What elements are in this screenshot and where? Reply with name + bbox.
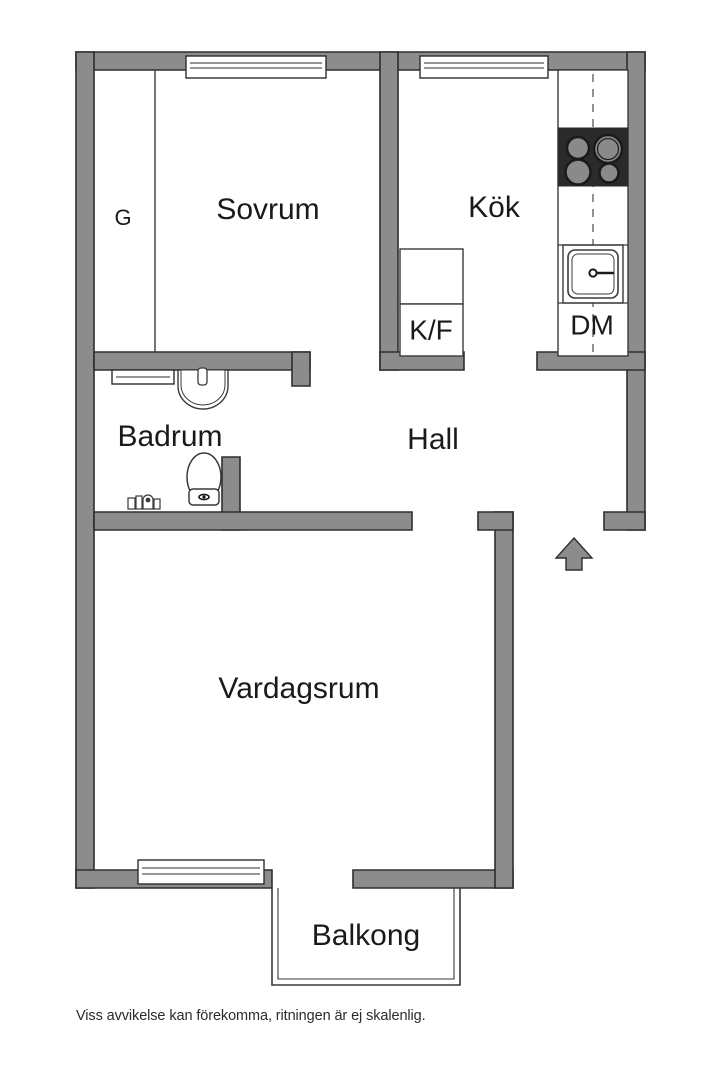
toilet <box>186 452 222 506</box>
window-vardagsrum <box>137 859 265 885</box>
room-label-hall: Hall <box>407 423 459 456</box>
wall-nib-hall-entry <box>477 511 514 531</box>
room-label-diskmaskin: DM <box>570 309 614 340</box>
window-sovrum <box>185 55 327 79</box>
wall-interior-vardagsrum-top <box>93 511 413 531</box>
wall-exterior-left <box>75 51 95 889</box>
room-labels: Sovrum G Kök K/F DM Badrum Hall Vardagsr… <box>114 191 613 952</box>
kitchen-sink <box>562 244 624 304</box>
wall-exterior-bottom-right <box>352 869 514 889</box>
fridge-freezer-unit <box>399 248 464 357</box>
windows-group <box>111 55 549 885</box>
disclaimer-note: Viss avvikelse kan förekomma, ritningen … <box>76 1008 426 1024</box>
room-label-kyl-frys: K/F <box>409 314 453 345</box>
bathroom-wash-basin <box>177 367 229 410</box>
wall-interior-sovrum-badrum <box>93 351 311 371</box>
room-label-sovrum: Sovrum <box>216 193 319 226</box>
window-kok <box>419 55 549 79</box>
bathroom-fixtures <box>127 367 229 510</box>
washing-machine-connection <box>127 494 161 510</box>
wall-exterior-right-entry <box>603 511 646 531</box>
wall-exterior-right-upper <box>626 51 646 531</box>
burner-small-tl <box>565 135 591 161</box>
balcony-outline <box>271 888 461 986</box>
room-label-wardrobe: G <box>114 205 131 230</box>
entrance-arrow <box>554 536 594 571</box>
room-label-kok: Kök <box>468 191 521 224</box>
wall-interior-sovrum-kok <box>379 51 399 371</box>
freezer-box <box>399 248 464 305</box>
fridge-box <box>399 303 464 357</box>
kitchen-faucet <box>588 268 614 278</box>
burner-large-tr <box>592 133 624 165</box>
room-label-badrum: Badrum <box>117 420 222 453</box>
burner-small-br <box>598 162 620 184</box>
burner-medium-bl <box>564 158 592 186</box>
room-label-vardagsrum: Vardagsrum <box>218 672 379 705</box>
kitchen-counter-run <box>557 69 629 357</box>
wall-interior-vardagsrum-hall <box>494 511 514 889</box>
basin-faucet-icon <box>197 367 208 386</box>
window-badrum <box>111 369 175 385</box>
wall-nib-badrum-door <box>291 351 311 387</box>
stove-cooktop <box>557 127 629 187</box>
room-label-balkong: Balkong <box>312 919 420 952</box>
wall-exterior-top <box>75 51 646 71</box>
